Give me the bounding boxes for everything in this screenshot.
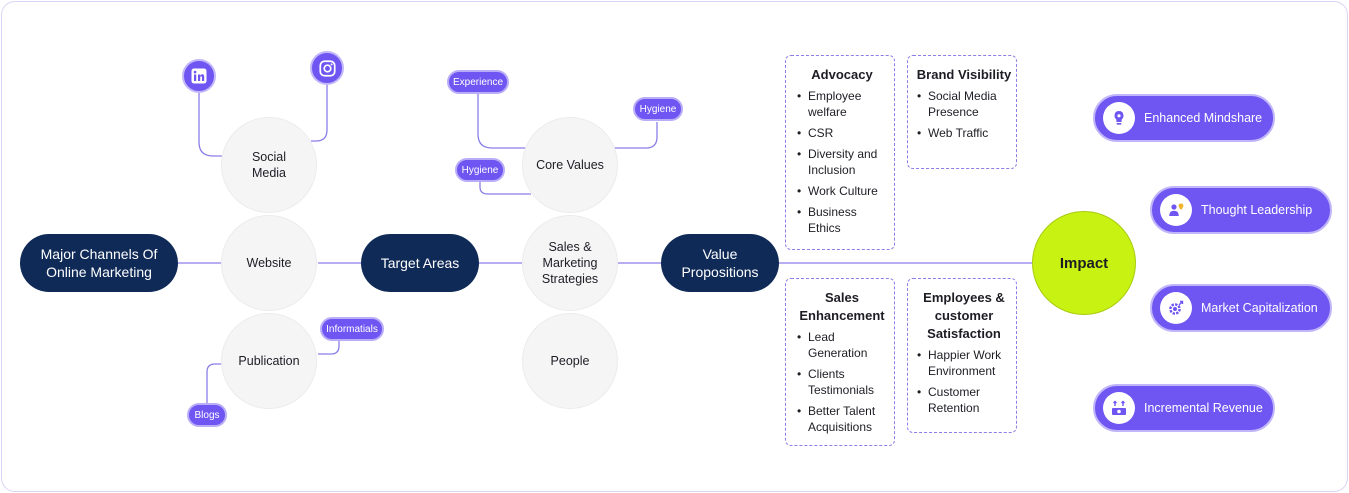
employee-satisfaction-box: Employees & customer Satisfaction Happie… — [907, 278, 1017, 433]
result-incremental-revenue: Incremental Revenue — [1093, 384, 1275, 432]
core-values-label: Core Values — [536, 158, 604, 172]
people-circle: People — [522, 313, 618, 409]
advocacy-item: Work Culture — [797, 183, 888, 199]
advocacy-title: Advocacy — [811, 67, 873, 82]
brand-visibility-box: Brand Visibility Social Media Presence W… — [907, 55, 1017, 169]
informatials-tag: Informatials — [320, 317, 384, 341]
informatials-label: Informatials — [326, 323, 378, 335]
social-media-line1: Social — [251, 150, 287, 164]
result-thought-leadership: Thought Leadership — [1150, 186, 1332, 234]
brand-visibility-item: Web Traffic — [917, 125, 1012, 141]
hygiene-left-label: Hygiene — [461, 164, 499, 176]
gear-chart-icon — [1160, 292, 1192, 324]
people-label: People — [550, 354, 590, 368]
value-propositions-line1: Value — [702, 246, 738, 262]
hygiene-tag-left: Hygiene — [455, 158, 505, 182]
hygiene-right-label: Hygiene — [639, 103, 677, 115]
brand-visibility-item: Social Media Presence — [917, 88, 1012, 120]
sales-enhancement-title: Sales Enhancement — [799, 290, 885, 323]
brand-visibility-title: Brand Visibility — [916, 67, 1012, 82]
sales-marketing-circle: Sales & Marketing Strategies — [522, 215, 618, 311]
advocacy-item: Diversity and Inclusion — [797, 146, 888, 178]
lightbulb-head-icon — [1103, 102, 1135, 134]
employee-satisfaction-item: Happier Work Environment — [917, 347, 1012, 379]
sales-enhancement-item: Better Talent Acquisitions — [797, 403, 888, 435]
hygiene-tag-right: Hygiene — [633, 97, 683, 121]
sales-enhancement-item: Clients Testimonials — [797, 366, 888, 398]
impact-label: Impact — [1059, 254, 1109, 272]
social-media-line2: Media — [251, 166, 287, 180]
major-channels-node: Major Channels Of Online Marketing — [20, 234, 178, 292]
sales-line2: Marketing — [542, 256, 598, 270]
website-circle: Website — [221, 215, 317, 311]
major-channels-line1: Major Channels Of — [40, 246, 158, 262]
core-values-circle: Core Values — [522, 117, 618, 213]
advocacy-item: Employee welfare — [797, 88, 888, 120]
result-label: Incremental Revenue — [1144, 401, 1263, 415]
publication-circle: Publication — [221, 313, 317, 409]
result-market-capitalization: Market Capitalization — [1150, 284, 1332, 332]
sales-enhancement-box: Sales Enhancement Lead Generation Client… — [785, 278, 895, 446]
experience-tag: Experience — [447, 70, 509, 94]
employee-satisfaction-title: Employees & customer Satisfaction — [923, 290, 1005, 341]
money-growth-icon — [1103, 392, 1135, 424]
leader-idea-icon — [1160, 194, 1192, 226]
blogs-label: Blogs — [194, 409, 220, 421]
website-label: Website — [246, 256, 292, 270]
social-media-circle: Social Media — [221, 117, 317, 213]
sales-line1: Sales & — [548, 240, 592, 254]
result-label: Market Capitalization — [1201, 301, 1318, 315]
blogs-tag: Blogs — [187, 403, 227, 427]
value-propositions-node: Value Propositions — [661, 234, 779, 292]
target-areas-node: Target Areas — [361, 234, 479, 292]
publication-label: Publication — [238, 354, 300, 368]
advocacy-item: Business Ethics — [797, 204, 888, 236]
advocacy-item: CSR — [797, 125, 888, 141]
value-propositions-line2: Propositions — [681, 264, 759, 280]
employee-satisfaction-item: Customer Retention — [917, 384, 1012, 416]
experience-label: Experience — [452, 76, 504, 88]
advocacy-box: Advocacy Employee welfare CSR Diversity … — [785, 55, 895, 250]
instagram-icon — [310, 51, 344, 85]
target-areas-label: Target Areas — [380, 255, 460, 271]
result-label: Enhanced Mindshare — [1144, 111, 1263, 125]
result-label: Thought Leadership — [1201, 203, 1313, 217]
sales-line3: Strategies — [541, 272, 599, 286]
result-enhanced-mindshare: Enhanced Mindshare — [1093, 94, 1275, 142]
linkedin-icon — [182, 59, 216, 93]
sales-enhancement-item: Lead Generation — [797, 329, 888, 361]
impact-circle: Impact — [1032, 211, 1136, 315]
major-channels-line2: Online Marketing — [46, 264, 152, 280]
